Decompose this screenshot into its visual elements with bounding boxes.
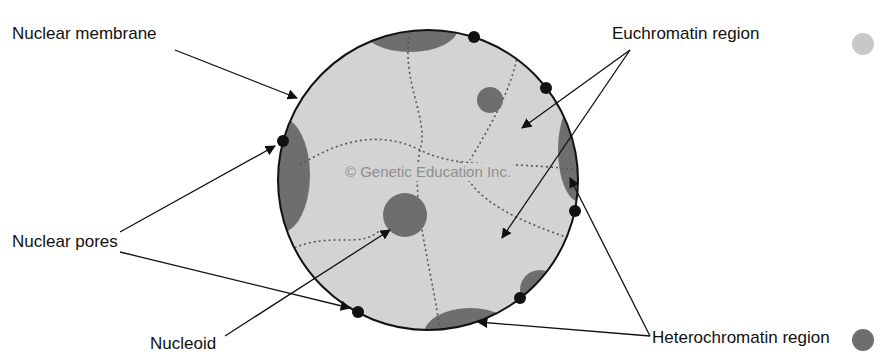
nuclear-pores [277,31,581,318]
part-label: Nuclear pores [12,232,118,252]
legend-text: Heterochromatin region [652,328,830,348]
legend-swatch [852,329,874,351]
part-label: Nucleoid [150,334,216,354]
leader-lines [120,50,650,336]
legend-swatch [852,33,874,55]
nuclear-membrane [278,30,578,330]
heterochromatin-patches [250,4,602,360]
legend-text: Euchromatin region [612,24,759,44]
part-label: Nuclear membrane [12,24,157,44]
small-nucleolus [477,87,503,113]
nucleus-body [278,30,578,330]
watermark: © Genetic Education Inc. [343,163,513,181]
